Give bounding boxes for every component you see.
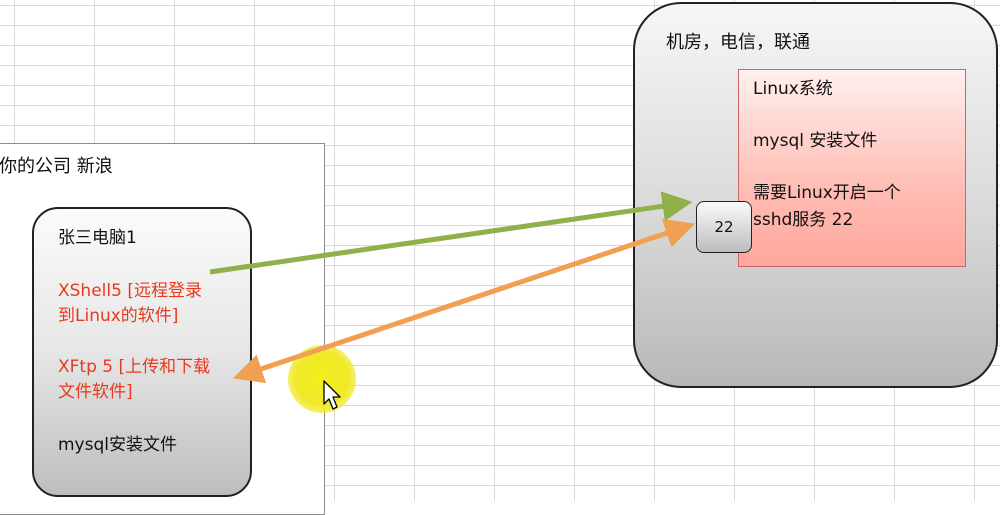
arrows-layer <box>209 191 696 410</box>
xshell-arrow <box>209 191 693 275</box>
pc-box: 张三电脑1 XShell5 [远程登录 到Linux的软件] XFtp 5 [上… <box>32 207 252 497</box>
port-label: 22 <box>714 218 734 236</box>
xftp-label-line1: XFtp 5 [上传和下载 <box>58 357 211 377</box>
datacenter-title: 机房，电信，联通 <box>666 32 810 53</box>
pc-title: 张三电脑1 <box>58 228 137 248</box>
company-label: 你的公司 新浪 <box>0 156 113 177</box>
server-need-line1: 需要Linux开启一个 <box>753 183 901 203</box>
port-22-box: 22 <box>696 201 752 253</box>
xftp-label-line2: 文件软件] <box>58 382 133 402</box>
server-os-label: Linux系统 <box>753 79 833 99</box>
xshell-label-line2: 到Linux的软件] <box>58 306 179 326</box>
xftp-arrow <box>232 218 696 384</box>
server-mysql-label: mysql 安装文件 <box>753 131 878 151</box>
mouse-cursor-icon <box>323 380 341 410</box>
server-need-line2: sshd服务 22 <box>753 210 854 230</box>
xshell-label-line1: XShell5 [远程登录 <box>58 281 202 301</box>
linux-server-box: Linux系统 mysql 安装文件 需要Linux开启一个 sshd服务 22 <box>738 69 966 267</box>
pc-mysql-label: mysql安装文件 <box>58 435 177 455</box>
